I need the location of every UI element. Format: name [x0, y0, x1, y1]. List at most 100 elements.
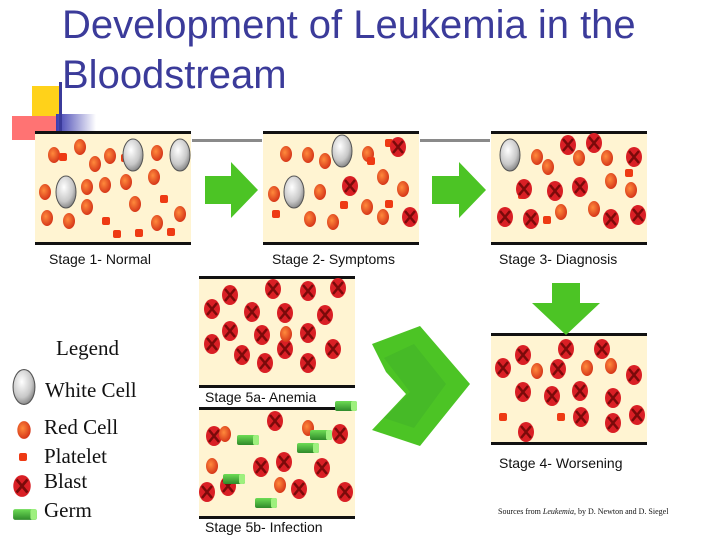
red-cell [581, 360, 593, 376]
legend-white-cell-icon [12, 368, 36, 406]
platelet [272, 210, 280, 218]
stage5b-cells [198, 401, 357, 508]
blast-cell [233, 344, 251, 366]
germ [297, 443, 319, 453]
red-cell [397, 181, 409, 197]
blast-cell [299, 352, 317, 374]
blast-cell [602, 208, 620, 230]
blast-cell [256, 352, 274, 374]
blast-cell [276, 302, 294, 324]
blast-cell [221, 320, 239, 342]
platelet [340, 201, 348, 209]
blast-cell [341, 175, 359, 197]
blast-cell [628, 404, 646, 426]
blast-cell [264, 278, 282, 300]
stage4-cells [494, 338, 646, 443]
stage5b-caption: Stage 5b- Infection [205, 519, 323, 535]
red-cell [314, 184, 326, 200]
blast-cell [604, 412, 622, 434]
red-cell [41, 210, 53, 226]
red-cell [555, 204, 567, 220]
germ [237, 435, 259, 445]
blast-cell [514, 344, 532, 366]
germ [310, 430, 332, 440]
blast-cell [543, 385, 561, 407]
red-cell [81, 179, 93, 195]
red-cell [280, 326, 292, 342]
blast-cell [313, 457, 331, 479]
blast-cell [604, 387, 622, 409]
platelet [625, 169, 633, 177]
blast-cell [517, 421, 535, 443]
red-cell [377, 169, 389, 185]
red-cell [601, 150, 613, 166]
blast-cell [203, 333, 221, 355]
blast-cell [571, 380, 589, 402]
platelet [160, 195, 168, 203]
blast-cell [299, 280, 317, 302]
decor-vertical-line [59, 82, 62, 142]
white-cell [283, 175, 305, 209]
stage3-caption: Stage 3- Diagnosis [499, 251, 618, 267]
germ [255, 498, 277, 508]
legend-blast-label: Blast [44, 469, 88, 493]
blast-cell [522, 208, 540, 230]
blast-cell [514, 381, 532, 403]
blast-cell [203, 298, 221, 320]
blast-cell [549, 358, 567, 380]
blast-cell [571, 176, 589, 198]
red-cell [151, 215, 163, 231]
blast-cell [276, 338, 294, 360]
blast-cell [275, 451, 293, 473]
red-cell [542, 159, 554, 175]
page-title: Development of Leukemia in the Bloodstre… [62, 3, 636, 97]
red-cell [588, 201, 600, 217]
blast-cell [266, 410, 284, 432]
blast-cell [316, 304, 334, 326]
red-cell [129, 196, 141, 212]
blast-cell [557, 338, 575, 360]
platelet [557, 413, 565, 421]
red-cell [74, 139, 86, 155]
red-cell [280, 146, 292, 162]
platelet [367, 157, 375, 165]
platelet [59, 153, 67, 161]
legend-title: Legend [56, 336, 119, 360]
red-cell [174, 206, 186, 222]
white-cell [55, 175, 77, 209]
blast-cell [299, 322, 317, 344]
legend-platelet-label: Platelet [44, 444, 107, 468]
white-cell [122, 138, 144, 172]
stage2-cells [268, 134, 419, 230]
stage1-cells [39, 138, 191, 238]
red-cell [104, 148, 116, 164]
blast-cell [331, 423, 349, 445]
legend-red-cell-label: Red Cell [44, 415, 119, 439]
legend-platelet-icon [19, 453, 27, 461]
platelet [102, 217, 110, 225]
decor-yellow-square [32, 86, 62, 116]
red-cell [151, 145, 163, 161]
legend-red-cell-icon [17, 421, 31, 439]
blast-cell [252, 456, 270, 478]
red-cell [63, 213, 75, 229]
legend-germ-label: Germ [44, 498, 92, 522]
blast-cell [629, 204, 647, 226]
red-cell [99, 177, 111, 193]
red-cell [605, 358, 617, 374]
white-cell [331, 134, 353, 168]
red-cell [48, 147, 60, 163]
blast-cell [329, 277, 347, 299]
stage5a-caption: Stage 5a- Anemia [205, 389, 317, 405]
red-cell [81, 199, 93, 215]
red-cell [605, 173, 617, 189]
source-credit: Sources from Leukemia, by D. Newton and … [498, 507, 669, 516]
stage3-cells [496, 132, 647, 230]
blast-cell [546, 180, 564, 202]
red-cell [573, 150, 585, 166]
decor-blue-line [56, 114, 96, 134]
blast-cell [198, 481, 216, 503]
platelet [543, 216, 551, 224]
blast-cell [625, 146, 643, 168]
